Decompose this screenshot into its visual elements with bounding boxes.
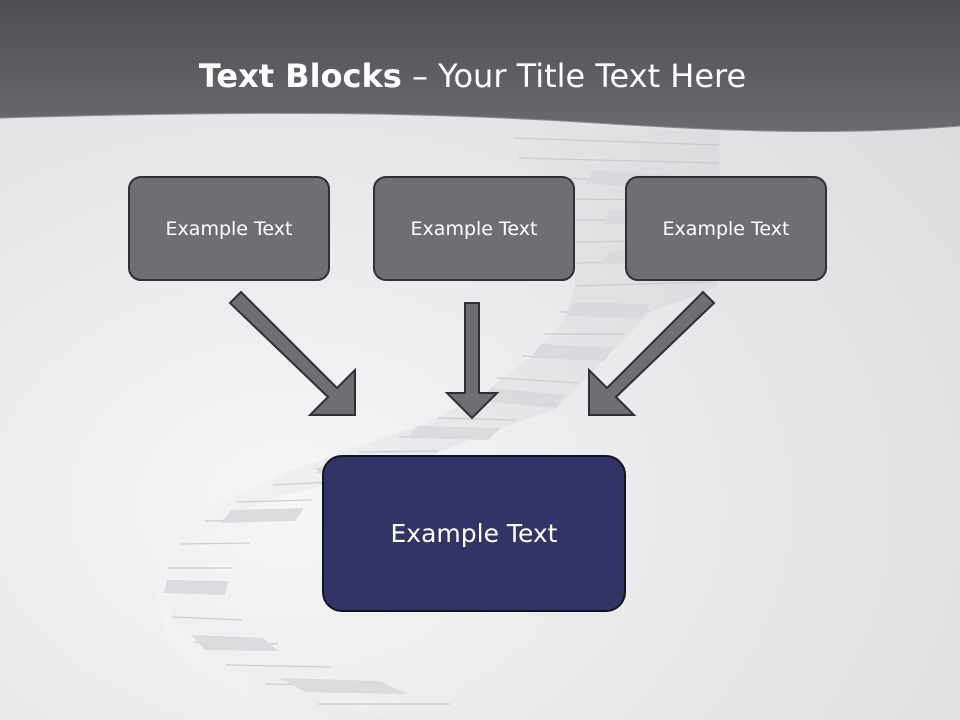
text-block-center: Example Text <box>373 176 575 281</box>
target-text-block: Example Text <box>322 455 626 612</box>
target-text-block-label: Example Text <box>390 519 558 548</box>
text-block-left-label: Example Text <box>165 217 293 240</box>
text-block-left: Example Text <box>128 176 330 281</box>
page-title: Text Blocks – Your Title Text Here <box>0 54 945 98</box>
header-band <box>0 0 960 132</box>
title-rest-text: – Your Title Text Here <box>401 57 747 95</box>
text-block-right: Example Text <box>625 176 827 281</box>
header-highlight <box>0 112 960 133</box>
text-block-center-label: Example Text <box>410 217 538 240</box>
title-bold-text: Text Blocks <box>198 57 402 95</box>
text-block-right-label: Example Text <box>662 217 790 240</box>
